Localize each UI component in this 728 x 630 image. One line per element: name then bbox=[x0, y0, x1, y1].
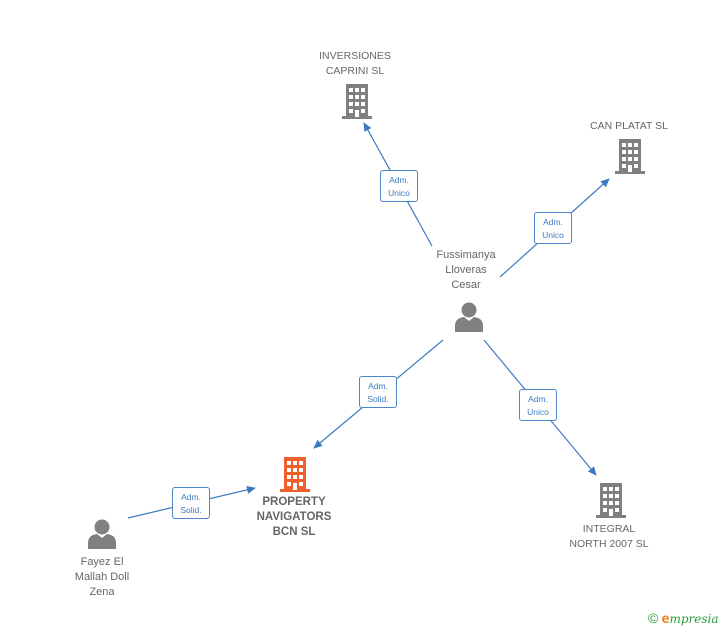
relation-badge[interactable]: Adm. Unico bbox=[534, 212, 572, 244]
node-label-fayez[interactable]: Fayez El Mallah Doll Zena bbox=[74, 556, 130, 598]
brand-logo-e: e bbox=[661, 610, 670, 626]
relation-badge[interactable]: Adm. Unico bbox=[519, 389, 557, 421]
person-icon[interactable] bbox=[88, 519, 116, 550]
relation-badge[interactable]: Adm. Solid. bbox=[359, 376, 397, 408]
relation-badge[interactable]: Adm. Unico bbox=[380, 170, 418, 202]
building-icon[interactable] bbox=[615, 139, 645, 174]
building-icon[interactable] bbox=[596, 483, 626, 518]
brand-footer: © empresia bbox=[648, 610, 719, 628]
node-label-integral-north[interactable]: INTEGRAL NORTH 2007 SL bbox=[569, 523, 649, 550]
node-label-property-navigators[interactable]: PROPERTY NAVIGATORS BCN SL bbox=[256, 496, 332, 538]
person-icon[interactable] bbox=[455, 302, 483, 333]
copyright-icon: © bbox=[648, 610, 659, 626]
brand-logo-text: mpresia bbox=[669, 612, 719, 626]
building-icon[interactable] bbox=[280, 457, 310, 492]
relation-badge[interactable]: Adm. Solid. bbox=[172, 487, 210, 519]
node-label-fussimanya[interactable]: Fussimanya Lloveras Cesar bbox=[436, 249, 496, 291]
building-icon[interactable] bbox=[342, 84, 372, 119]
node-label-inversiones-caprini[interactable]: INVERSIONES CAPRINI SL bbox=[319, 50, 391, 77]
node-label-can-platat[interactable]: CAN PLATAT SL bbox=[590, 120, 668, 132]
